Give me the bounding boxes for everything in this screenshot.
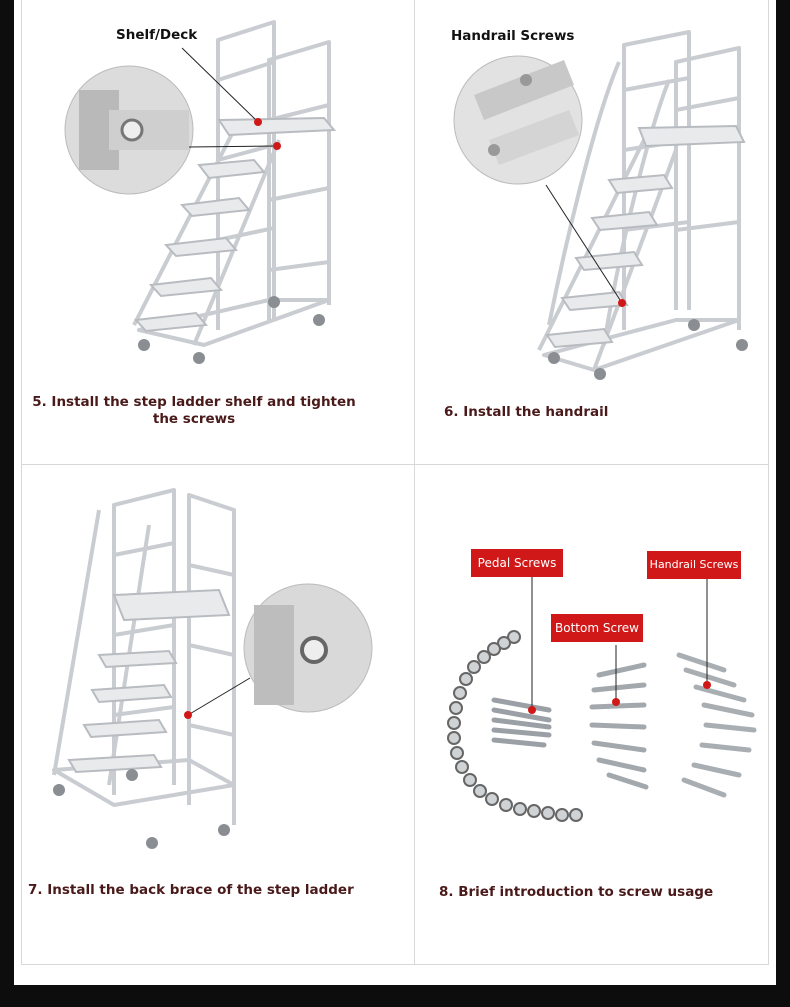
screw-pile xyxy=(447,577,757,822)
panel-step-8: Pedal Screws Bottom Screw Handrail Screw… xyxy=(414,465,768,964)
magnified-bolt-icon xyxy=(300,636,328,664)
tag-bottom-screw: Bottom Screw xyxy=(551,614,643,642)
frame-center xyxy=(414,0,415,965)
ladder-photo xyxy=(52,488,373,849)
instruction-sheet: Shelf/Deck 5. Install the step ladder sh… xyxy=(14,0,776,985)
ladder-photo xyxy=(64,20,337,364)
ladder-photo xyxy=(453,30,748,380)
caption-step-5: 5. Install the step ladder shelf and tig… xyxy=(32,394,356,427)
frame-bottom xyxy=(21,964,769,965)
tag-pedal-screws: Pedal Screws xyxy=(471,549,563,577)
frame-right xyxy=(768,0,769,965)
tag-handrail-screws: Handrail Screws xyxy=(647,551,741,579)
frame-middle xyxy=(21,464,769,465)
magnified-bolt-icon xyxy=(520,74,532,86)
panel-step-5: Shelf/Deck 5. Install the step ladder sh… xyxy=(14,0,414,464)
callout-handrail-screws: Handrail Screws xyxy=(451,28,575,44)
callout-shelf-deck: Shelf/Deck xyxy=(116,27,198,43)
panel-step-6: Handrail Screws 6. Install the handrail xyxy=(414,0,768,464)
panel-step-7: 7. Install the back brace of the step la… xyxy=(14,465,414,964)
caption-step-6: 6. Install the handrail xyxy=(444,404,609,420)
caption-step-8: 8. Brief introduction to screw usage xyxy=(439,884,714,900)
magnified-bolt-icon xyxy=(120,118,144,142)
frame-left xyxy=(21,0,22,965)
caption-step-7: 7. Install the back brace of the step la… xyxy=(28,882,354,898)
